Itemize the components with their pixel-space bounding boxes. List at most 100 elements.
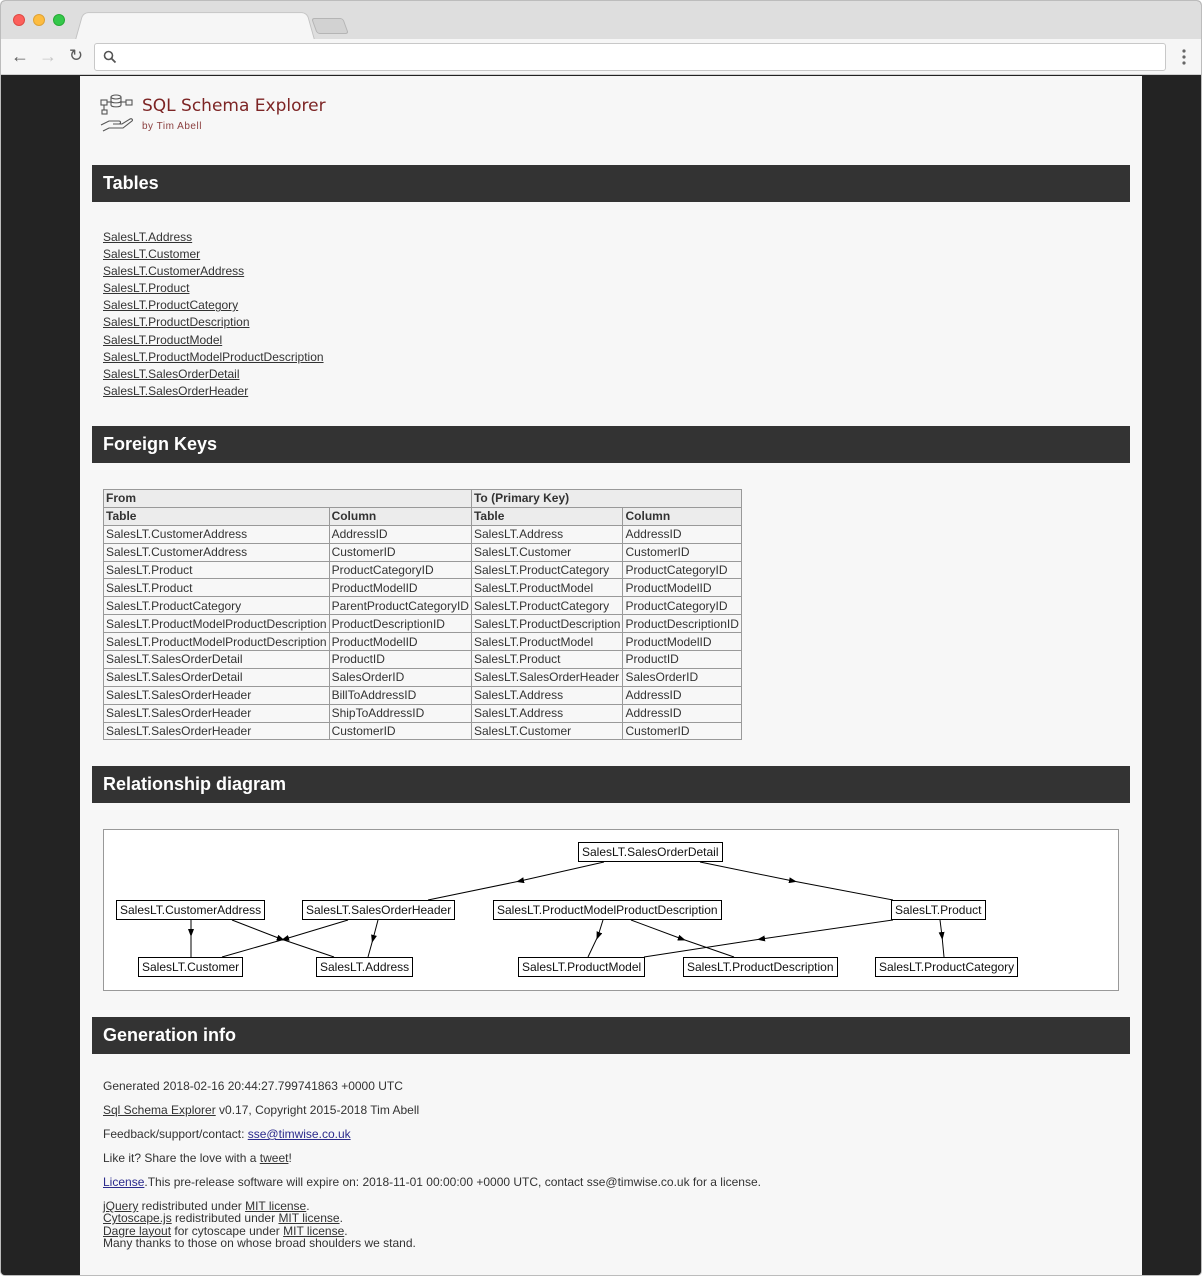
diagram-node-product-model-product-description[interactable]: SalesLT.ProductModelProductDescription: [493, 900, 722, 920]
list-item: SalesLT.ProductCategory: [103, 297, 324, 314]
from-table-cell: SalesLT.SalesOrderHeader: [103, 685, 330, 705]
diagram-node-sales-order-header[interactable]: SalesLT.SalesOrderHeader: [302, 900, 456, 920]
from-table-cell: SalesLT.SalesOrderDetail: [103, 667, 330, 687]
browser-tab-active[interactable]: [75, 12, 315, 40]
close-window-button[interactable]: [13, 14, 25, 26]
dagre-link[interactable]: Dagre layout: [103, 1223, 172, 1238]
from-table-cell: SalesLT.SalesOrderDetail: [103, 650, 330, 669]
to-table-cell: SalesLT.Address: [470, 524, 624, 544]
minimize-window-button[interactable]: [33, 14, 45, 26]
diagram-node-customer[interactable]: SalesLT.Customer: [138, 957, 244, 977]
foreign-keys-table: From To (Primary Key) Table Column Table…: [103, 489, 742, 741]
credit-text: redistributed under: [171, 1211, 279, 1226]
to-column-cell: CustomerID: [622, 542, 742, 562]
license-text: .This pre-release software will expire o…: [144, 1175, 761, 1189]
forward-arrow-icon[interactable]: →: [39, 46, 57, 66]
from-table-cell: SalesLT.ProductCategory: [103, 596, 330, 616]
credit-period: .: [339, 1211, 343, 1226]
share-suffix: !: [288, 1151, 292, 1165]
diagram-node-product-description[interactable]: SalesLT.ProductDescription: [683, 957, 838, 977]
from-column-cell: ShipToAddressID: [328, 703, 472, 723]
cytoscape-link[interactable]: Cytoscape.js: [103, 1211, 172, 1226]
diagram-node-customer-address[interactable]: SalesLT.CustomerAddress: [116, 900, 266, 920]
diagram-node-product-model[interactable]: SalesLT.ProductModel: [518, 957, 646, 977]
to-column-cell: AddressID: [622, 703, 742, 723]
tables-heading: Tables: [92, 165, 1130, 202]
from-column-cell: ProductCategoryID: [328, 560, 472, 580]
mit-license-link[interactable]: MIT license: [278, 1211, 340, 1226]
from-table-header: Table: [103, 506, 330, 526]
reload-icon[interactable]: ↻: [68, 46, 84, 65]
diagram-node-product[interactable]: SalesLT.Product: [891, 900, 986, 920]
from-table-cell: SalesLT.Product: [103, 578, 330, 598]
to-column-cell: ProductCategoryID: [622, 596, 742, 616]
table-link[interactable]: SalesLT.ProductModelProductDescription: [103, 349, 324, 364]
from-table-cell: SalesLT.CustomerAddress: [103, 524, 330, 544]
table-link[interactable]: SalesLT.Address: [103, 230, 193, 244]
edge-product-category: [938, 919, 945, 958]
to-column-header: Column: [622, 506, 742, 526]
edge-soh-customer: [221, 919, 349, 958]
to-column-cell: AddressID: [622, 685, 742, 705]
credit-jquery: jQuery redistributed under MIT license.: [103, 1200, 416, 1212]
diagram-node-sales-order-detail[interactable]: SalesLT.SalesOrderDetail: [578, 842, 723, 862]
app-link[interactable]: Sql Schema Explorer: [103, 1103, 216, 1117]
table-link[interactable]: SalesLT.Customer: [103, 247, 201, 262]
from-column-cell: ProductModelID: [328, 632, 472, 652]
jquery-link[interactable]: jQuery: [103, 1199, 139, 1213]
new-tab-button[interactable]: [311, 18, 349, 34]
edge-pmpd-description: [630, 919, 735, 958]
tweet-link[interactable]: tweet: [259, 1151, 289, 1165]
mit-license-link[interactable]: MIT license: [245, 1199, 307, 1213]
to-column-cell: ProductModelID: [622, 632, 742, 652]
to-column-cell: ProductDescriptionID: [622, 614, 742, 634]
license-line: License.This pre-release software will e…: [103, 1175, 761, 1189]
to-table-cell: SalesLT.ProductModel: [470, 632, 624, 652]
browser-menu-icon[interactable]: [1177, 47, 1191, 67]
schema-logo-icon: [100, 94, 133, 132]
diagram-heading: Relationship diagram: [92, 766, 1130, 803]
list-item: SalesLT.Product: [103, 280, 324, 297]
search-icon: [103, 50, 117, 64]
mit-license-link[interactable]: MIT license: [283, 1223, 345, 1238]
table-link[interactable]: SalesLT.SalesOrderHeader: [103, 383, 249, 398]
from-column-cell: ProductModelID: [328, 578, 472, 598]
table-link[interactable]: SalesLT.ProductCategory: [103, 298, 239, 313]
table-link[interactable]: SalesLT.CustomerAddress: [103, 264, 245, 279]
from-column-cell: AddressID: [328, 524, 472, 544]
from-table-cell: SalesLT.CustomerAddress: [103, 542, 330, 562]
feedback-email-link[interactable]: sse@timwise.co.uk: [247, 1127, 351, 1141]
credit-period: .: [344, 1223, 348, 1238]
to-table-cell: SalesLT.Customer: [470, 542, 624, 562]
edge-sod-soh: [427, 861, 605, 901]
address-bar[interactable]: [94, 43, 1166, 71]
table-link[interactable]: SalesLT.Product: [103, 281, 190, 296]
table-link[interactable]: SalesLT.ProductDescription: [103, 315, 250, 330]
table-link[interactable]: SalesLT.ProductModel: [103, 332, 223, 347]
back-arrow-icon[interactable]: ←: [11, 46, 29, 66]
to-table-cell: SalesLT.ProductDescription: [470, 614, 624, 634]
edge-sod-product: [699, 861, 894, 901]
to-table-cell: SalesLT.ProductCategory: [470, 596, 624, 616]
tables-list: SalesLT.Address SalesLT.Customer SalesLT…: [103, 229, 324, 400]
from-column-cell: ProductDescriptionID: [328, 614, 472, 634]
maximize-window-button[interactable]: [53, 14, 65, 26]
table-link[interactable]: SalesLT.SalesOrderDetail: [103, 366, 240, 381]
list-item: SalesLT.ProductModel: [103, 332, 324, 349]
table-header-row: Table Column Table Column: [103, 506, 742, 526]
generated-timestamp: Generated 2018-02-16 20:44:27.799741863 …: [103, 1079, 403, 1093]
edge-ca-address: [231, 919, 335, 958]
license-link[interactable]: License: [103, 1175, 145, 1189]
diagram-node-product-category[interactable]: SalesLT.ProductCategory: [875, 957, 1019, 977]
diagram-node-address[interactable]: SalesLT.Address: [316, 957, 414, 977]
page-viewport: SQL Schema Explorer by Tim Abell Tables …: [1, 76, 1201, 1275]
list-item: SalesLT.SalesOrderHeader: [103, 383, 324, 400]
